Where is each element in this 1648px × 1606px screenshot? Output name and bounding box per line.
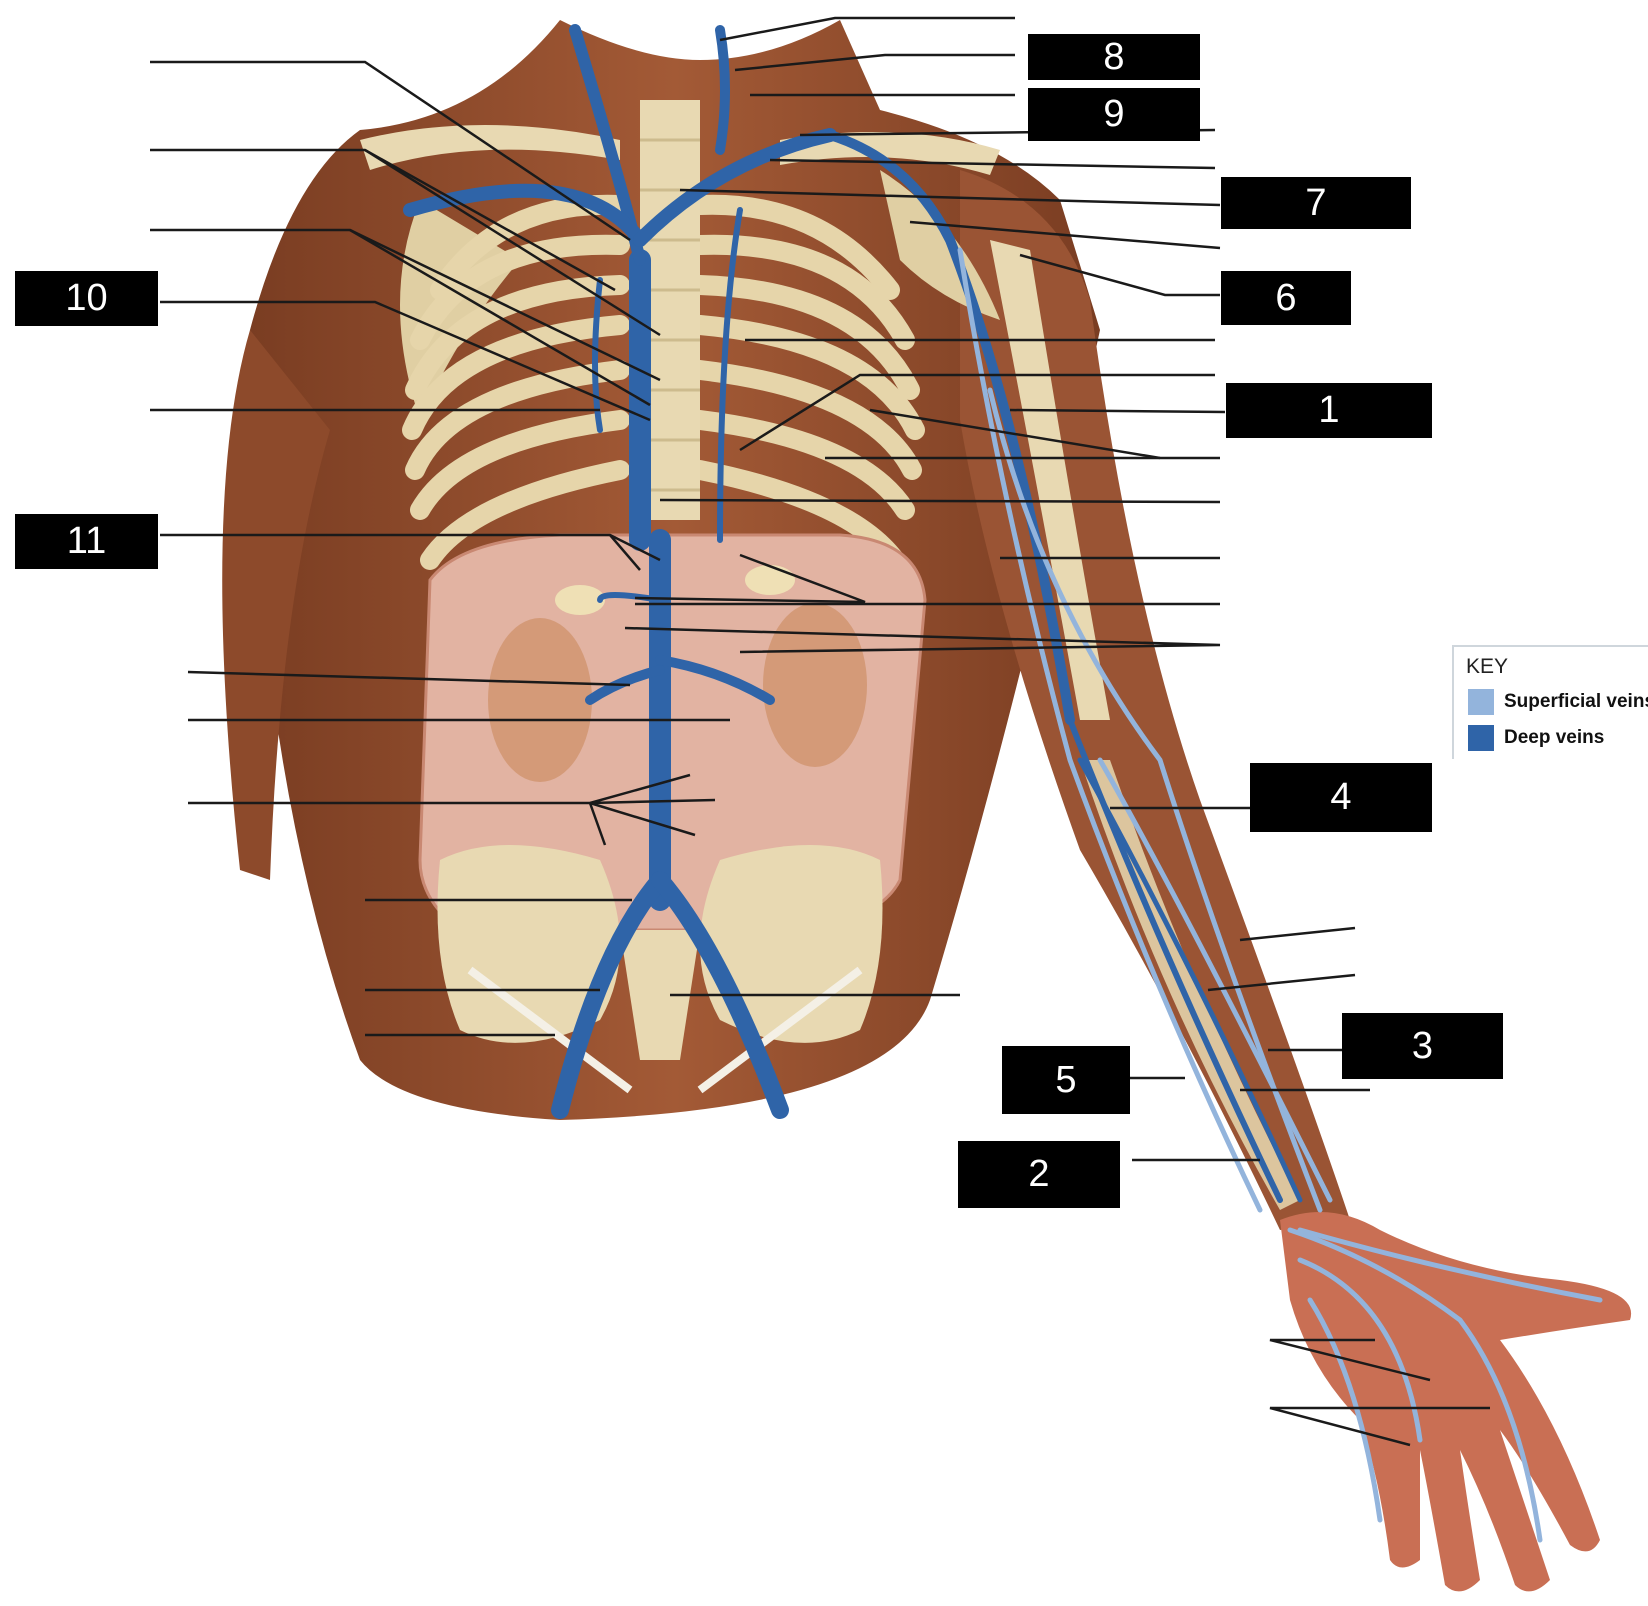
legend-item-deep: Deep veins [1468, 725, 1604, 751]
leader-lines [150, 16, 1490, 1447]
legend-label-deep: Deep veins [1504, 727, 1605, 748]
kidney-left [763, 603, 867, 767]
label-9: 9 [1028, 88, 1200, 141]
label-6: 6 [1221, 271, 1351, 325]
label-7: 7 [1221, 177, 1411, 229]
label-5: 5 [1002, 1046, 1130, 1114]
label-2: 2 [958, 1141, 1120, 1208]
ribcage [360, 100, 1000, 570]
label-10: 10 [15, 271, 158, 326]
legend-title: KEY [1466, 655, 1509, 678]
label-3: 3 [1342, 1013, 1503, 1079]
kidney-right [488, 618, 592, 782]
label-8: 8 [1028, 34, 1200, 80]
pelvis [437, 845, 883, 1094]
legend: KEY Superficial veins Deep veins [1452, 645, 1648, 759]
legend-label-superficial: Superficial veins [1504, 691, 1648, 712]
label-11: 11 [15, 514, 158, 569]
label-4: 4 [1250, 763, 1432, 832]
superficial-veins-swatch [1468, 689, 1494, 715]
label-1: 1 [1226, 383, 1432, 438]
legend-item-superficial: Superficial veins [1468, 689, 1648, 715]
deep-veins-swatch [1468, 725, 1494, 751]
superficial-veins [957, 247, 1603, 1543]
